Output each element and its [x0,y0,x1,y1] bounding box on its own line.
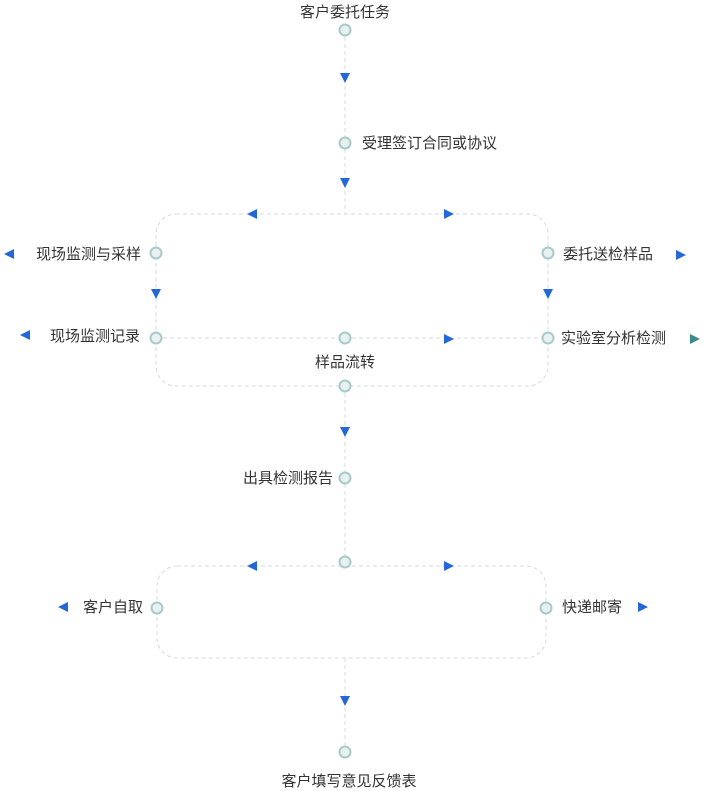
flow-node-port [338,745,352,759]
node-label-contract: 受理签订合同或协议 [362,134,498,152]
flow-node-port [150,601,164,615]
flow-node-port [338,471,352,485]
arrow-right-icon [444,209,454,219]
arrow-down-icon [340,696,350,706]
flow-node-port [541,246,555,260]
arrow-right-icon [690,334,700,344]
flow-node-port [338,331,352,345]
node-label-feedback: 客户填写意见反馈表 [281,772,417,790]
arrow-down-icon [340,73,350,83]
arrow-left-icon [4,249,14,259]
node-label-lab-analysis: 实验室分析检测 [561,329,667,347]
flow-node-port [539,601,553,615]
node-label-field-record: 现场监测记录 [49,327,140,345]
sample-group-box [155,213,549,387]
flow-node-port [338,136,352,150]
arrow-left-icon [20,330,30,340]
arrow-left-icon [247,209,257,219]
arrow-down-icon [543,289,553,299]
flow-node-port [149,331,163,345]
arrow-down-icon [340,178,350,188]
arrow-down-icon [340,427,350,437]
arrow-left-icon [247,561,257,571]
node-label-express: 快递邮寄 [562,598,623,616]
arrow-down-icon [151,289,161,299]
flow-node-port [149,246,163,260]
arrow-right-icon [676,250,686,260]
delivery-group-box [156,565,547,659]
node-label-self-pickup: 客户自取 [82,598,143,616]
node-label-delivered-sample: 委托送检样品 [563,245,654,263]
flow-node-port [541,331,555,345]
arrow-right-icon [444,561,454,571]
node-label-report: 出具检测报告 [242,469,333,487]
node-label-start: 客户委托任务 [299,3,391,21]
flow-node-port [338,555,352,569]
arrow-left-icon [58,602,68,612]
node-label-sample-transfer: 样品流转 [314,353,376,371]
flow-node-port [338,379,352,393]
arrow-right-icon [444,334,454,344]
arrow-right-icon [638,602,648,612]
flow-node-port [338,23,352,37]
node-label-field-sampling: 现场监测与采样 [35,245,141,263]
